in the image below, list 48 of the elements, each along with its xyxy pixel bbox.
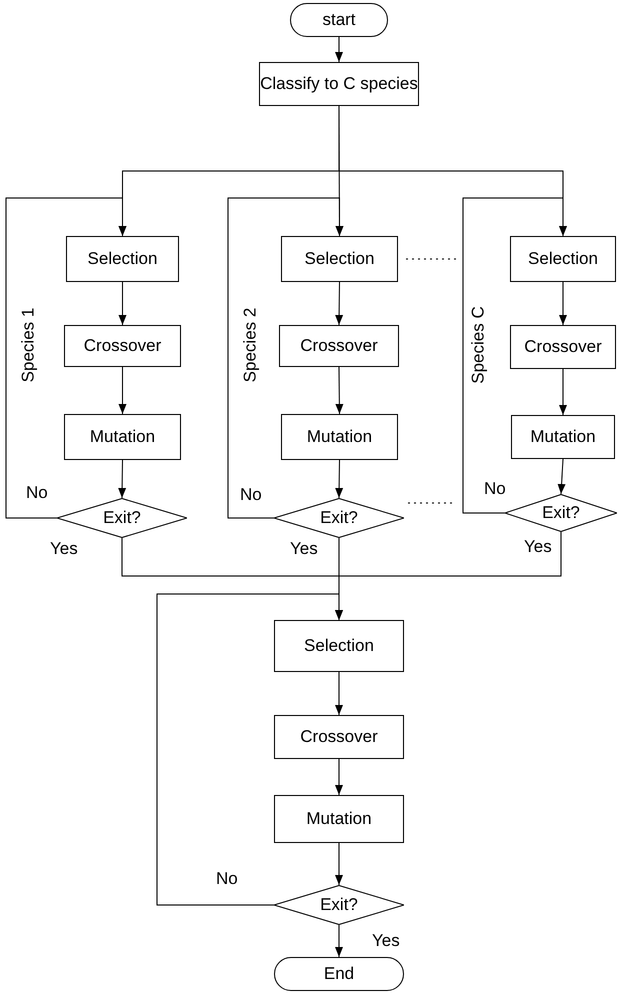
arrow xyxy=(335,924,343,958)
decision-diamond: Exit? xyxy=(274,498,404,538)
process-box: Crossover xyxy=(64,325,181,367)
species-label: Species 2 xyxy=(242,308,258,382)
arrow xyxy=(559,368,567,416)
process-box: Mutation xyxy=(64,414,181,460)
arrow xyxy=(335,672,343,716)
decision-diamond: Exit? xyxy=(274,885,404,925)
arrow xyxy=(462,198,567,514)
species-label: Species C xyxy=(470,306,486,384)
edge-label: No xyxy=(214,870,240,887)
arrow xyxy=(228,198,344,518)
arrow xyxy=(156,594,343,906)
process-box: Classify to C species xyxy=(259,62,419,106)
edge-label: No xyxy=(238,486,264,503)
species-label: Species 1 xyxy=(20,308,36,382)
arrow xyxy=(559,282,567,326)
process-box: Crossover xyxy=(510,325,616,369)
edge-label: Yes xyxy=(288,540,320,557)
process-box: Crossover xyxy=(279,325,399,367)
arrow xyxy=(6,198,126,518)
edge-label: Yes xyxy=(48,540,80,557)
arrow xyxy=(118,282,126,326)
arrow xyxy=(335,842,343,886)
arrow xyxy=(335,36,343,62)
terminal-box: start xyxy=(290,3,388,37)
process-box: Mutation xyxy=(511,415,615,459)
process-box: Selection xyxy=(510,236,616,282)
process-box: Selection xyxy=(66,236,179,282)
decision-diamond: Exit? xyxy=(57,498,187,538)
arrow xyxy=(558,458,566,494)
process-box: Selection xyxy=(281,236,398,282)
arrow xyxy=(335,460,344,498)
edge-label: Yes xyxy=(370,932,402,949)
edge-label: Yes xyxy=(522,538,554,555)
edge-label: No xyxy=(24,484,50,501)
arrow xyxy=(118,460,126,498)
arrow xyxy=(335,758,343,796)
arrow xyxy=(118,366,126,414)
terminal-box: End xyxy=(274,957,404,991)
decision-diamond: Exit? xyxy=(505,494,617,532)
process-box: Crossover xyxy=(274,715,404,759)
process-box: Mutation xyxy=(281,414,398,460)
process-box: Mutation xyxy=(274,795,404,843)
process-box: Selection xyxy=(274,620,404,672)
arrow xyxy=(335,366,344,414)
arrow xyxy=(335,282,344,326)
edge-label: No xyxy=(482,480,508,497)
